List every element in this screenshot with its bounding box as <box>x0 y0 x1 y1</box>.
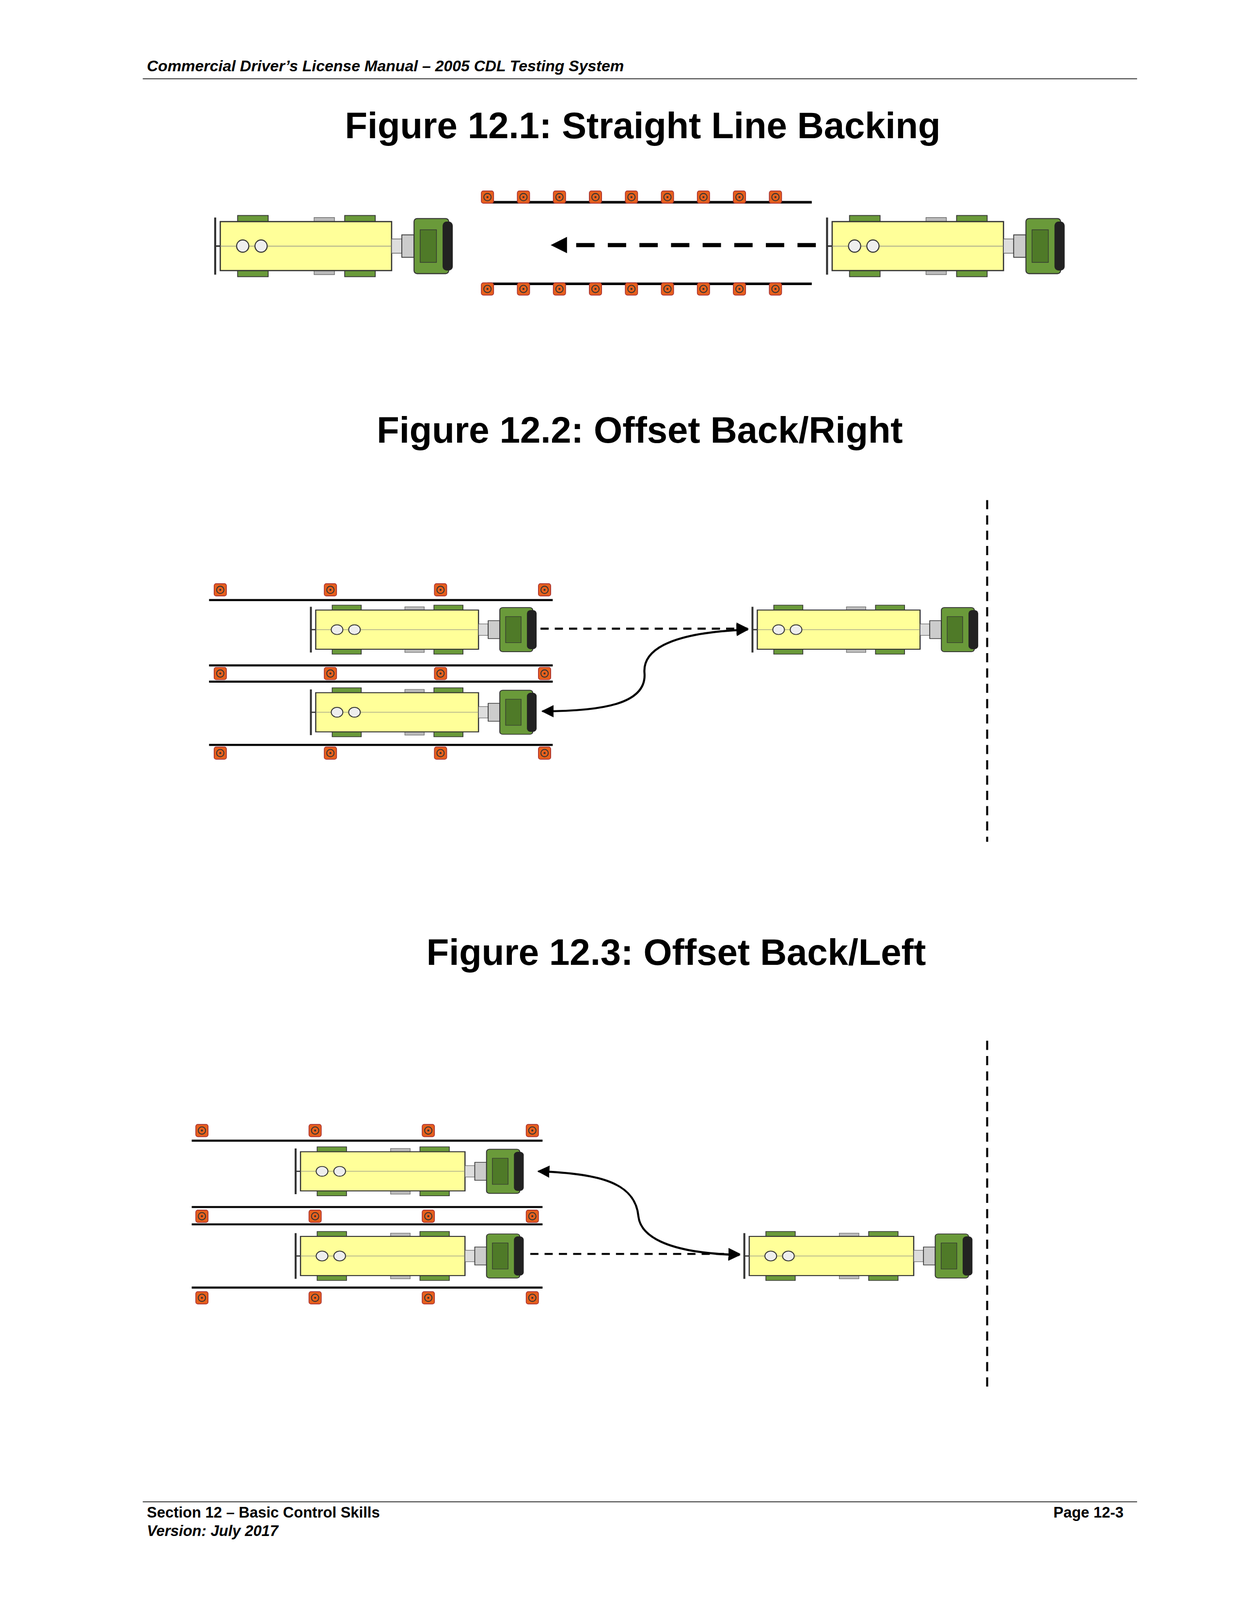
traffic-cone <box>517 282 530 295</box>
traffic-cone <box>324 746 337 760</box>
traffic-cone <box>553 190 566 204</box>
traffic-cone <box>195 1209 208 1222</box>
traffic-cone <box>733 282 746 295</box>
traffic-cone <box>697 282 710 295</box>
traffic-cone <box>625 190 638 204</box>
traffic-cone <box>422 1124 435 1137</box>
traffic-cone <box>214 583 227 596</box>
traffic-cone <box>733 190 746 204</box>
figure-title: Figure 12.2: Offset Back/Right <box>376 408 903 451</box>
traffic-cone <box>589 282 602 295</box>
traffic-cone <box>434 666 447 680</box>
traffic-cone <box>769 282 782 295</box>
traffic-cone <box>661 282 674 295</box>
traffic-cone <box>324 583 337 596</box>
traffic-cone <box>697 190 710 204</box>
traffic-cone <box>195 1124 208 1137</box>
traffic-cone <box>538 583 551 596</box>
traffic-cone <box>422 1291 435 1304</box>
page-number: Page 12-3 <box>1053 1503 1124 1522</box>
traffic-cone <box>553 282 566 295</box>
traffic-cone <box>324 666 337 680</box>
traffic-cone <box>526 1291 539 1304</box>
traffic-cone <box>769 190 782 204</box>
traffic-cone <box>661 190 674 204</box>
traffic-cone <box>625 282 638 295</box>
traffic-cone <box>195 1291 208 1304</box>
traffic-cone <box>434 746 447 760</box>
traffic-cone <box>526 1124 539 1137</box>
traffic-cone <box>538 666 551 680</box>
traffic-cone <box>481 282 494 295</box>
traffic-cone <box>434 583 447 596</box>
figure-title: Figure 12.1: Straight Line Backing <box>345 104 941 147</box>
traffic-cone <box>214 666 227 680</box>
traffic-cone <box>526 1209 539 1222</box>
traffic-cone <box>538 746 551 760</box>
traffic-cone <box>309 1209 322 1222</box>
page-header: Commercial Driver’s License Manual – 200… <box>146 57 624 76</box>
traffic-cone <box>309 1124 322 1137</box>
traffic-cone <box>422 1209 435 1222</box>
traffic-cone <box>309 1291 322 1304</box>
traffic-cone <box>517 190 530 204</box>
traffic-cone <box>481 190 494 204</box>
traffic-cone <box>214 746 227 760</box>
footer-section: Section 12 – Basic Control Skills <box>146 1503 381 1522</box>
footer-version: Version: July 2017 <box>146 1521 279 1540</box>
figure-title: Figure 12.3: Offset Back/Left <box>426 930 927 973</box>
traffic-cone <box>589 190 602 204</box>
